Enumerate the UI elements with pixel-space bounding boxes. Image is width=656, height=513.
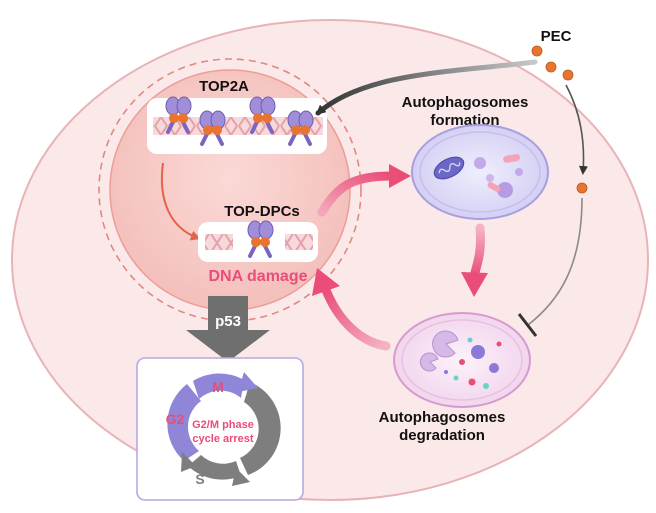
nucleus-to-formation-arrow [317,171,397,217]
pec-entry-arrow [565,84,588,175]
cycle-arrowhead [181,452,196,472]
broken-dna-fragment [205,234,233,250]
dna-damage-label: DNA damage [209,268,308,285]
lysosome-enzyme-icon [432,330,459,358]
top2a-panel [147,96,327,154]
top2a-protein-icon [249,96,276,134]
cycle-arrowhead [238,372,258,392]
cycle-phase-s [188,455,241,480]
phase-g1-label: G1 [261,429,280,445]
nucleus-to-formation-arrowhead [389,164,411,188]
p53-arrow [186,296,270,362]
autophagosomes-formation-label-line1: Autophagosomes [402,94,529,111]
pec-molecule [562,69,574,81]
top2a-protein-icon [199,110,226,146]
cycle-arrest-label-line1: G2/M phase [192,419,254,431]
dna-strand [153,117,323,135]
broken-dna-fragment [285,234,313,250]
top2a-protein-icon [247,220,274,258]
top2a-protein-icon [165,96,192,134]
phase-s-label: S [195,471,204,487]
phase-m-label: M [212,379,224,395]
top2a-to-dpcs-arrow [161,162,201,241]
pec-molecule [531,45,543,57]
inhibition-bar-icon [517,313,538,337]
p53-label: p53 [215,313,241,330]
pec-molecule [545,61,557,73]
lysosome-enzyme-icon [419,352,439,372]
mitochondria-icon [433,156,465,180]
pec-to-top2a-arrow [315,59,538,116]
degradation-to-nucleus-arrow [321,285,391,351]
cycle-phase-g2 [167,384,201,461]
formation-to-degradation-arrowhead [461,272,488,297]
degradation-to-nucleus-arrowhead [312,268,340,296]
autophagosome-formation-vesicle [411,124,549,220]
pec-molecule [576,182,588,194]
cycle-arrest-label-line2: cycle arrest [192,433,253,445]
phase-g2-label: G2 [166,411,185,427]
cell-cycle-diagram [167,372,281,486]
cycle-phase-m [193,373,244,399]
pec-label: PEC [541,28,572,45]
top-dpcs-panel [198,220,318,262]
pec-inhibition-line [527,197,583,326]
top-dpcs-label: TOP-DPCs [224,203,300,220]
top2a-protein-icon [287,110,314,146]
cell-membrane [11,19,649,501]
autophagosomes-degradation-label-line2: degradation [399,427,485,444]
top2a-label: TOP2A [199,78,249,95]
autophagosomes-degradation-label-line1: Autophagosomes [379,409,506,426]
cycle-phase-g1 [240,382,281,475]
cycle-arrowhead [232,468,250,486]
autophagosome-degradation-vesicle [393,312,531,408]
